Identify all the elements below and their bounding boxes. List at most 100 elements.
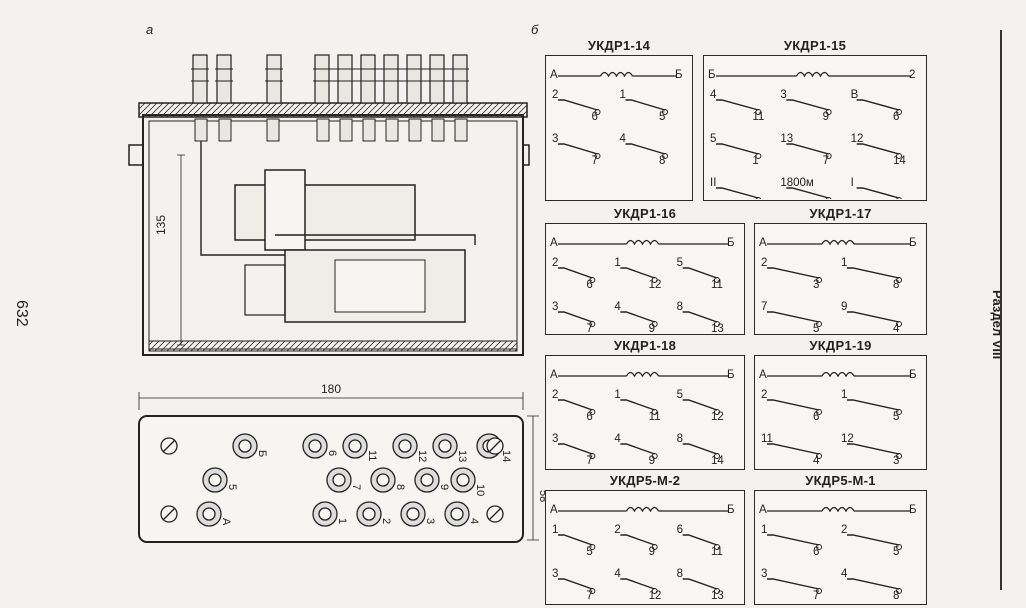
- contact-label: 3: [780, 89, 786, 101]
- contact-switch: [558, 578, 593, 590]
- contact-terminal: [662, 153, 668, 159]
- contact-label: 13: [780, 133, 793, 145]
- contact-label: 5: [893, 411, 899, 423]
- panel-title-ukdr1-19: УКДР1-19: [809, 338, 872, 353]
- contact-switch: [558, 143, 598, 155]
- contact-label: 8: [893, 279, 899, 291]
- contact-terminal: [825, 109, 832, 115]
- contact-switch: [682, 443, 718, 455]
- relay-coil: [625, 239, 660, 246]
- contact-switch: [786, 99, 829, 111]
- contact-label: 6: [586, 279, 592, 291]
- contact-terminal: [594, 153, 601, 159]
- contact-label: А: [550, 69, 558, 81]
- relay-coil: [821, 506, 855, 513]
- contact-label: 6: [813, 411, 819, 423]
- contact-terminal: [714, 588, 720, 594]
- contact-terminal: [896, 197, 902, 203]
- contact-terminal: [651, 321, 658, 327]
- relay-coil: [625, 371, 660, 378]
- contact-label: 4: [893, 323, 900, 333]
- contact-label: 4: [614, 568, 621, 580]
- contact-terminal: [816, 409, 822, 415]
- contact-label: 2: [841, 524, 847, 536]
- contact-switch: [847, 443, 900, 455]
- contact-switch: [620, 534, 655, 546]
- contact-label: 8: [677, 568, 683, 580]
- contact-label: 6: [586, 411, 592, 423]
- contact-label: 5: [677, 257, 683, 269]
- contact-switch: [847, 534, 900, 546]
- contact-terminal: [594, 109, 601, 115]
- contact-terminal: [714, 277, 720, 283]
- schematic-ukdr1-15: Б243В1196513121714II1800мI3500м: [703, 55, 927, 211]
- contact-terminal: [589, 453, 596, 459]
- contact-label: 7: [586, 590, 592, 602]
- contact-terminal: [589, 277, 596, 283]
- contact-switch: [558, 311, 593, 323]
- contact-label: 7: [586, 455, 592, 467]
- relay-coil: [599, 71, 634, 78]
- contact-label: 7: [823, 155, 829, 167]
- contact-label: 8: [677, 433, 683, 445]
- contact-terminal: [816, 321, 822, 327]
- terminal-label: 4: [468, 518, 480, 524]
- contact-label: 12: [649, 590, 662, 602]
- contact-terminal: [589, 321, 596, 327]
- terminal-label: 2: [380, 518, 392, 524]
- contact-terminal: [816, 277, 822, 283]
- contact-label: 8: [659, 155, 665, 167]
- contact-label: 3: [552, 433, 558, 445]
- contact-label: 9: [649, 546, 655, 558]
- contact-terminal: [896, 409, 902, 415]
- contact-terminal: [714, 453, 720, 459]
- contact-label: 2: [909, 69, 915, 81]
- contact-label: 9: [649, 455, 655, 467]
- contact-label: 4: [620, 133, 627, 145]
- contact-label: 9: [841, 301, 847, 313]
- contact-label: 5: [710, 133, 716, 145]
- panel-title-ukdr1-18: УКДР1-18: [613, 338, 677, 353]
- panel-title-ukdr1-14: УКДР1-14: [587, 38, 651, 53]
- contact-terminal: [651, 409, 658, 415]
- contact-label: А: [550, 369, 558, 381]
- relay-coil: [795, 71, 830, 78]
- terminal-label: А: [220, 518, 232, 526]
- contact-label: 11: [711, 546, 723, 558]
- contact-label: Б: [727, 504, 735, 516]
- contact-label: 7: [592, 155, 598, 167]
- schematic-drawing: АБ21651112438791314: [759, 369, 917, 547]
- contact-label: 1: [620, 89, 626, 101]
- schematic-ukdr1-18: АБ21561112348791413: [545, 355, 745, 503]
- contact-label: 5: [659, 111, 665, 123]
- contact-label: 3: [893, 455, 899, 467]
- contact-label: Б: [727, 369, 735, 381]
- contact-label: А: [759, 237, 767, 249]
- schematic-drawing: АБ21561211348791314: [550, 237, 735, 371]
- contact-terminal: [651, 544, 658, 550]
- contact-label: 7: [586, 323, 592, 333]
- contact-label: 2: [552, 257, 558, 269]
- contact-label: 5: [893, 546, 899, 558]
- contact-terminal: [896, 544, 902, 550]
- contact-switch: [682, 578, 718, 590]
- terminal-label: 12: [416, 450, 428, 462]
- dim-height-label: 135: [154, 215, 168, 235]
- contact-label: 6: [677, 524, 683, 536]
- contact-label: 2: [552, 389, 558, 401]
- contact-switch: [767, 311, 820, 323]
- contact-label: 1: [752, 155, 758, 167]
- contact-label: 7: [813, 590, 819, 602]
- contact-switch: [682, 534, 718, 546]
- contact-terminal: [896, 153, 902, 159]
- contact-label: Б: [675, 69, 683, 81]
- contact-label: 11: [711, 279, 723, 291]
- contact-terminal: [755, 109, 762, 115]
- contact-label: 4: [813, 455, 820, 467]
- contact-label: 4: [614, 301, 621, 313]
- contact-switch: [620, 578, 655, 590]
- terminal-label: 14: [500, 450, 512, 462]
- contact-label: 6: [813, 546, 819, 558]
- contact-label: 9: [649, 323, 655, 333]
